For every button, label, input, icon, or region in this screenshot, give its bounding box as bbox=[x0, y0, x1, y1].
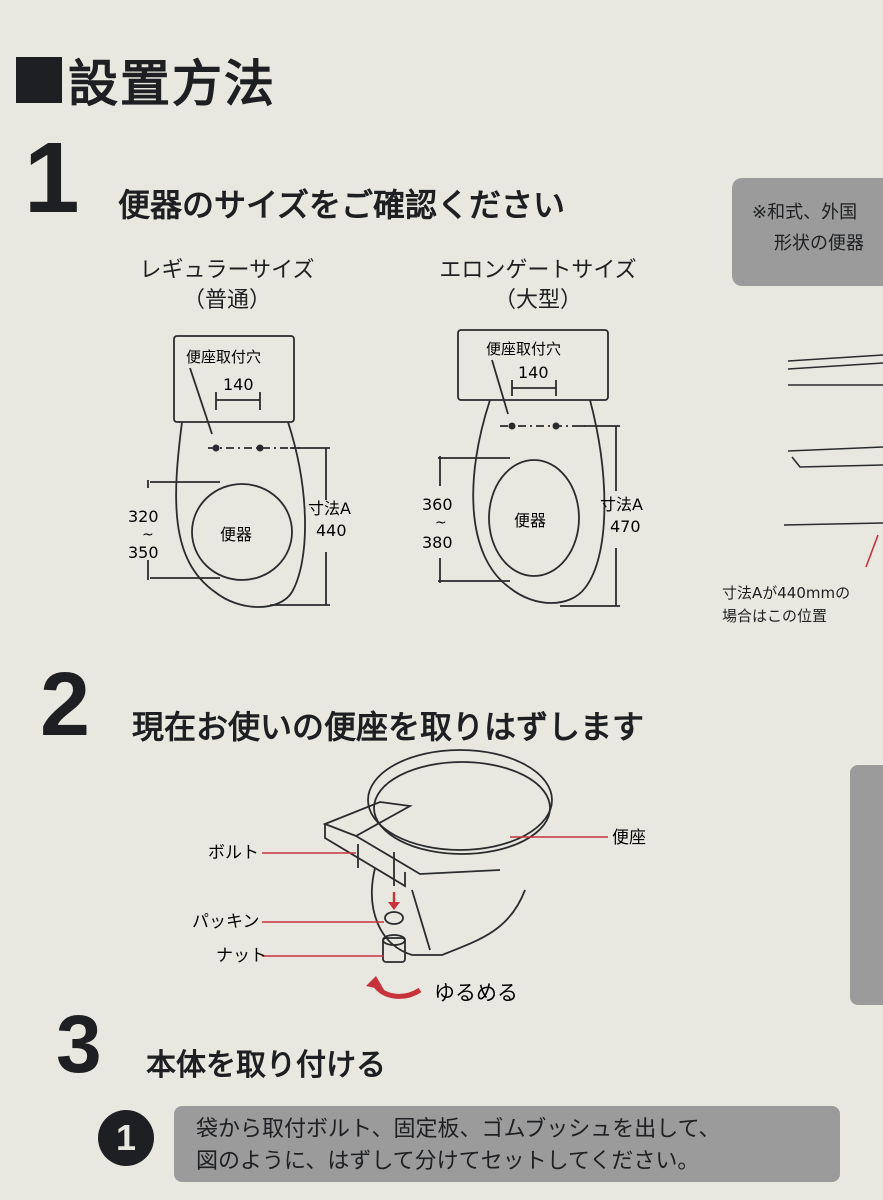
elongated-range-tilde: ~ bbox=[435, 515, 447, 531]
toilet-bowl-body bbox=[371, 867, 526, 956]
elongated-range-top: 360 bbox=[422, 495, 453, 514]
note-line-2: 形状の便器 bbox=[774, 232, 864, 254]
label-nut: ナット bbox=[216, 946, 267, 966]
regular-size-subname: （普通） bbox=[182, 287, 271, 313]
label-loosen: ゆるめる bbox=[434, 981, 518, 1005]
step-3-heading: 本体を取り付ける bbox=[146, 1048, 386, 1083]
regular-dimension-value: 440 bbox=[316, 521, 347, 540]
note-box: ※和式、外国 形状の便器 bbox=[732, 178, 883, 286]
regular-range-bottom: 350 bbox=[128, 543, 159, 562]
regular-range-top: 320 bbox=[128, 507, 159, 526]
seat-lid-outline bbox=[367, 749, 553, 851]
page-title-text: 設置方法 bbox=[68, 55, 276, 113]
elongated-size-label: エロンゲートサイズ （大型） bbox=[398, 256, 678, 315]
regular-size-label: レギュラーサイズ （普通） bbox=[112, 256, 342, 315]
side-caption-line-1: 寸法Aが440mmの bbox=[722, 584, 851, 602]
elongated-bowl-outline bbox=[472, 399, 606, 604]
label-bolt: ボルト bbox=[208, 843, 259, 863]
elongated-dimension-value: 470 bbox=[610, 517, 641, 536]
regular-size-name: レギュラーサイズ bbox=[139, 258, 315, 283]
seat-hinge-plate bbox=[322, 801, 413, 837]
note-line-1: ※和式、外国 bbox=[752, 202, 858, 223]
seat-removal-diagram: ボルト パッキン ナット 便座 ゆるめる bbox=[192, 749, 646, 1005]
elongated-toilet-diagram: 便座取付穴 140 便器 360 ~ 380 寸法A 470 bbox=[422, 329, 643, 607]
elongated-tank-outline bbox=[457, 329, 609, 401]
step-2-heading: 現在お使いの便座を取りはずします bbox=[132, 708, 645, 746]
regular-toilet-diagram: 便座取付穴 140 便器 320 ~ 350 寸法A 440 bbox=[128, 335, 351, 608]
side-panel bbox=[850, 765, 883, 1005]
elongated-hole-distance: 140 bbox=[518, 363, 549, 382]
label-packing: パッキン bbox=[192, 912, 260, 932]
regular-range-tilde: ~ bbox=[142, 527, 154, 543]
elongated-range-bottom: 380 bbox=[422, 533, 453, 552]
title-square-marker bbox=[16, 57, 62, 103]
regular-dimension-label: 寸法A bbox=[308, 499, 351, 518]
elongated-bowl-inner bbox=[488, 459, 580, 577]
elongated-size-subname: （大型） bbox=[493, 287, 582, 313]
label-seat: 便座 bbox=[612, 828, 646, 848]
instruction-box: 袋から取付ボルト、固定板、ゴムブッシュを出して、 図のように、はずして分けてセッ… bbox=[174, 1106, 840, 1182]
page-title: 設置方法 bbox=[16, 44, 276, 116]
regular-hole-distance: 140 bbox=[223, 375, 254, 394]
side-caption-line-2: 場合はこの位置 bbox=[722, 606, 828, 625]
regular-tank-outline bbox=[173, 335, 295, 423]
step-3-sub-number: 1 bbox=[98, 1110, 154, 1166]
regular-bowl-label: 便器 bbox=[220, 525, 252, 544]
step-2-number: 2 bbox=[40, 655, 91, 755]
regular-bowl-inner bbox=[191, 483, 293, 581]
instruction-line-2: 図のように、はずして分けてセットしてください。 bbox=[196, 1148, 700, 1174]
elongated-bowl-label: 便器 bbox=[514, 511, 546, 530]
elongated-dimension-label: 寸法A bbox=[600, 495, 643, 514]
step-3-number: 3 bbox=[56, 999, 102, 1090]
seat-profile-diagram bbox=[783, 354, 883, 568]
side-caption: 寸法Aが440mmの 場合はこの位置 bbox=[722, 582, 850, 627]
step-1-number: 1 bbox=[24, 122, 80, 234]
elongated-hole-label: 便座取付穴 bbox=[486, 340, 561, 358]
regular-hole-label: 便座取付穴 bbox=[186, 348, 261, 366]
step-1-heading: 便器のサイズをご確認ください bbox=[118, 186, 566, 224]
elongated-size-name: エロンゲートサイズ bbox=[439, 258, 637, 283]
regular-bowl-outline bbox=[175, 421, 306, 608]
instruction-line-1: 袋から取付ボルト、固定板、ゴムブッシュを出して、 bbox=[196, 1117, 721, 1142]
